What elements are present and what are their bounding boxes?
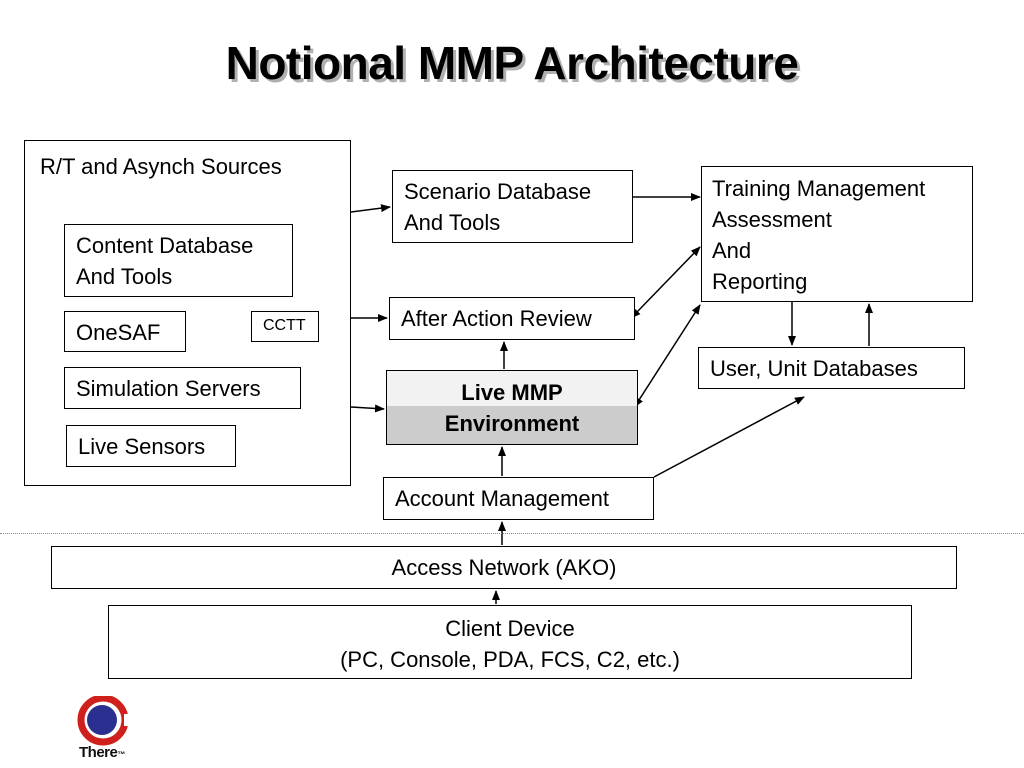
cctt-label: CCTT bbox=[263, 317, 306, 334]
layer-separator bbox=[0, 533, 1024, 534]
training-line-2: Assessment bbox=[712, 207, 832, 232]
arrow-aar-training bbox=[630, 246, 701, 319]
arrow-sources-to-live bbox=[350, 404, 385, 413]
training-line-4: Reporting bbox=[712, 269, 808, 294]
client-device-line-2: (PC, Console, PDA, FCS, C2, etc.) bbox=[340, 647, 680, 672]
account-management-box: Account Management bbox=[383, 477, 654, 520]
simulation-servers-box: Simulation Servers bbox=[64, 367, 301, 409]
after-action-review-label: After Action Review bbox=[401, 306, 592, 331]
live-sensors-label: Live Sensors bbox=[78, 434, 206, 459]
training-line-1: Training Management bbox=[712, 176, 926, 201]
arrow-account-to-userdb bbox=[653, 396, 805, 478]
scenario-database-line-2: And Tools bbox=[404, 210, 501, 235]
access-network-label: Access Network (AKO) bbox=[391, 555, 617, 580]
there-logo-wordmark: There™ bbox=[79, 744, 125, 761]
onesaf-label: OneSAF bbox=[76, 320, 161, 345]
content-database-line-1: Content Database bbox=[76, 233, 254, 258]
scenario-database-box: Scenario Database And Tools bbox=[392, 170, 633, 243]
sources-heading: R/T and Asynch Sources bbox=[40, 154, 282, 179]
onesaf-box: OneSAF bbox=[64, 311, 186, 352]
arrow-sources-to-scenario bbox=[350, 204, 391, 213]
user-unit-databases-box: User, Unit Databases bbox=[698, 347, 965, 389]
client-device-box: Client Device (PC, Console, PDA, FCS, C2… bbox=[108, 605, 912, 679]
training-management-box: Training Management Assessment And Repor… bbox=[701, 166, 973, 302]
slide-title: Notional MMP Architecture bbox=[225, 37, 799, 89]
live-sensors-box: Live Sensors bbox=[66, 425, 236, 467]
account-management-label: Account Management bbox=[395, 486, 610, 511]
content-database-box: Content Database And Tools bbox=[64, 224, 293, 297]
after-action-review-box: After Action Review bbox=[389, 297, 635, 340]
training-line-3: And bbox=[712, 238, 752, 263]
there-logo-icon bbox=[77, 696, 138, 746]
access-network-box: Access Network (AKO) bbox=[51, 546, 957, 589]
simulation-servers-label: Simulation Servers bbox=[76, 376, 261, 401]
cctt-box: CCTT bbox=[251, 311, 319, 342]
live-mmp-line-2: Environment bbox=[444, 411, 580, 436]
client-device-line-1: Client Device bbox=[445, 616, 575, 641]
user-databases-label: User, Unit Databases bbox=[710, 356, 918, 381]
scenario-database-line-1: Scenario Database bbox=[404, 179, 592, 204]
content-database-line-2: And Tools bbox=[76, 264, 173, 289]
arrow-live-training bbox=[634, 304, 701, 408]
live-mmp-line-1: Live MMP bbox=[461, 380, 563, 405]
live-mmp-environment-box: Live MMP Environment bbox=[386, 370, 638, 445]
